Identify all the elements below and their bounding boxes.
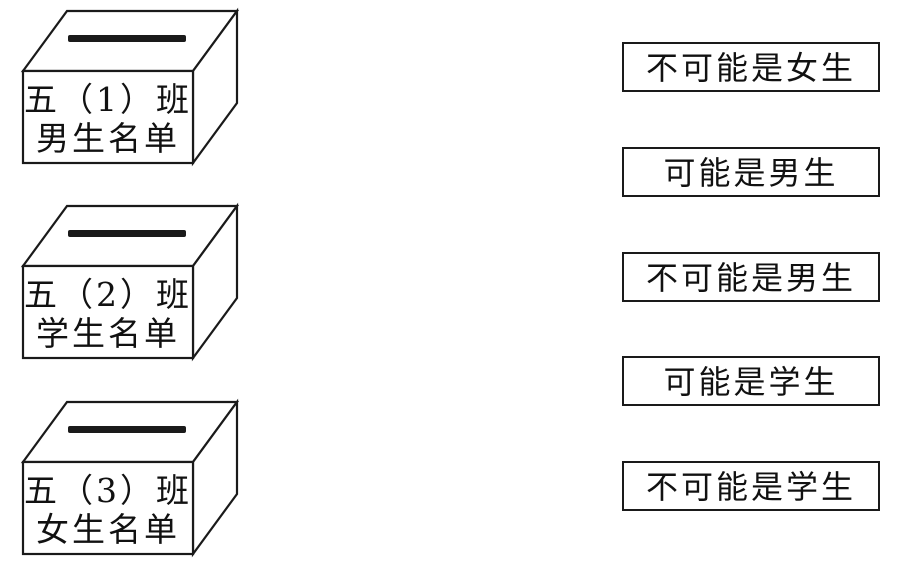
answer-option-5[interactable]: 不可能是学生 xyxy=(622,461,880,511)
ballot-box-3-class-label: 五（3）班 xyxy=(24,471,192,510)
answer-option-4-label: 可能是学生 xyxy=(663,363,838,401)
ballot-box-2-class-label: 五（2）班 xyxy=(24,275,192,314)
answer-option-1-label: 不可能是女生 xyxy=(646,49,856,87)
answer-option-3-label: 不可能是男生 xyxy=(646,259,856,297)
answer-option-2[interactable]: 可能是男生 xyxy=(622,147,880,197)
answer-option-4[interactable]: 可能是学生 xyxy=(622,356,880,406)
answer-option-1-frame xyxy=(622,42,880,92)
ballot-box-1-list-label: 男生名单 xyxy=(36,119,180,158)
answer-option-2-label: 可能是男生 xyxy=(663,154,838,192)
answer-option-3-frame xyxy=(622,252,880,302)
ballot-box-2-list-label: 学生名单 xyxy=(36,314,180,353)
answer-option-4-frame xyxy=(622,356,880,406)
ballot-box-1[interactable]: 五（1）班 男生名单 xyxy=(20,7,240,167)
ballot-box-3-slot xyxy=(68,426,186,433)
ballot-box-1-slot xyxy=(68,35,186,42)
ballot-box-3-front xyxy=(21,460,195,556)
ballot-box-2[interactable]: 五（2）班 学生名单 xyxy=(20,202,240,362)
ballot-box-2-front xyxy=(21,264,195,360)
ballot-box-1-class-label: 五（1）班 xyxy=(24,80,192,119)
ballot-box-3[interactable]: 五（3）班 女生名单 xyxy=(20,398,240,558)
answer-option-5-frame xyxy=(622,461,880,511)
answer-option-2-frame xyxy=(622,147,880,197)
answer-option-3[interactable]: 不可能是男生 xyxy=(622,252,880,302)
ballot-box-2-slot xyxy=(68,230,186,237)
answer-option-5-label: 不可能是学生 xyxy=(646,468,856,506)
answer-option-1[interactable]: 不可能是女生 xyxy=(622,42,880,92)
ballot-box-1-front xyxy=(21,69,195,165)
ballot-box-3-list-label: 女生名单 xyxy=(36,510,180,549)
